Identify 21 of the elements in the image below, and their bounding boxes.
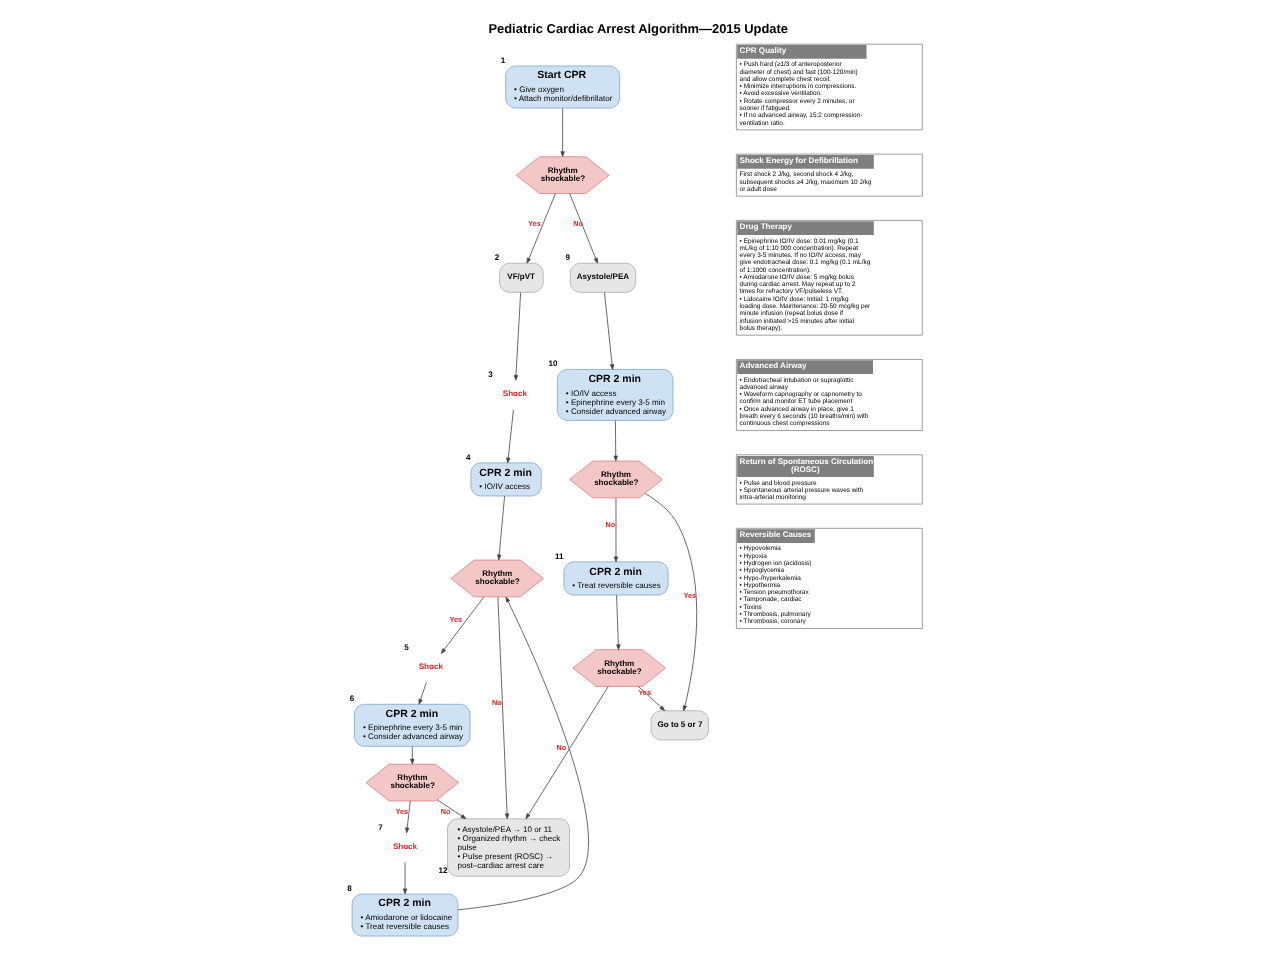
arrow	[402, 861, 408, 895]
arrow	[506, 409, 514, 464]
arrow	[560, 107, 565, 157]
arrow	[410, 746, 415, 765]
arrow	[638, 686, 665, 711]
arrow	[436, 799, 467, 820]
arrow	[525, 686, 609, 820]
arrow	[613, 420, 618, 462]
arrow	[497, 495, 505, 561]
arrow	[569, 193, 598, 264]
arrow	[497, 596, 510, 820]
arrow	[513, 292, 522, 381]
arrow	[418, 682, 427, 705]
arrow	[440, 596, 485, 654]
arrow	[526, 193, 556, 264]
arrow	[613, 497, 619, 563]
arrow	[604, 292, 615, 370]
arrow	[457, 596, 589, 911]
arrow	[644, 493, 698, 712]
arrow	[616, 594, 621, 650]
arrow	[405, 800, 411, 834]
